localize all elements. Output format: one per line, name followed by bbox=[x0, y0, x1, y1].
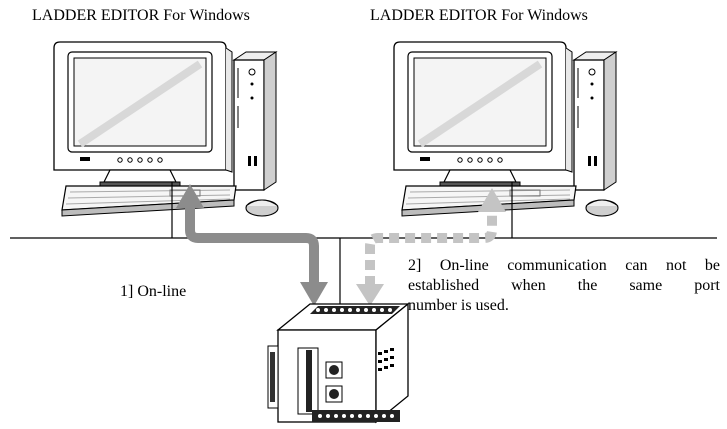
computer-right-icon bbox=[394, 42, 618, 216]
note-line-2: established when the same port bbox=[408, 277, 720, 294]
online-arrow bbox=[176, 184, 328, 306]
note-line-1: 2] On-line communication can not be bbox=[408, 257, 720, 274]
online-label: 1] On-line bbox=[120, 283, 187, 300]
blocked-communication-note: 2] On-line communication can not be esta… bbox=[408, 256, 720, 316]
plc-icon bbox=[267, 302, 410, 424]
computer-left-icon bbox=[54, 42, 278, 216]
note-line-3: number is used. bbox=[408, 297, 509, 314]
blocked-arrow bbox=[356, 188, 506, 306]
computer-label-left: LADDER EDITOR For Windows bbox=[32, 7, 250, 24]
computer-label-right: LADDER EDITOR For Windows bbox=[370, 7, 588, 24]
